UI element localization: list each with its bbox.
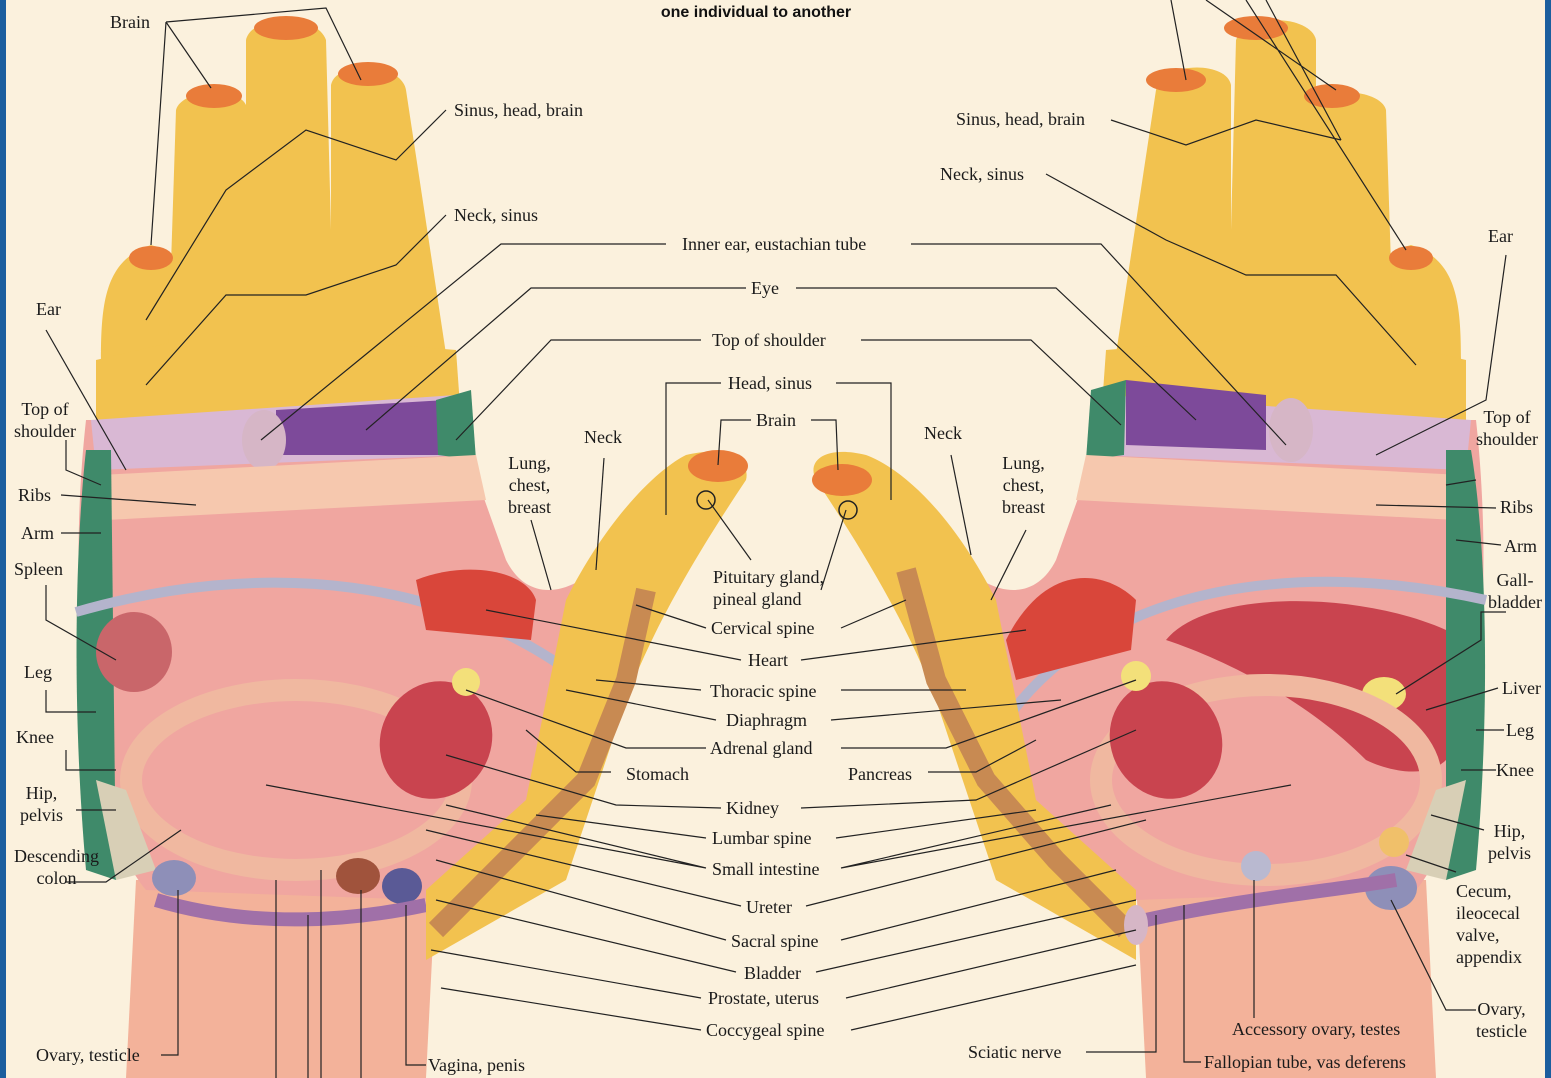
line-shoulder-l — [456, 340, 701, 440]
label-left-ovary-testicle: Ovary, testicle — [36, 1044, 140, 1066]
label-left-sinus-head-brain: Sinus, head, brain — [454, 99, 583, 121]
line-prostate-r — [846, 930, 1136, 998]
label-right-ear: Ear — [1488, 225, 1513, 247]
label-sacral-spine: Sacral spine — [731, 930, 818, 952]
label-diaphragm: Diaphragm — [726, 709, 807, 731]
left-vagina-oval — [382, 868, 422, 904]
label-pituitary: Pituitary gland, pineal gland — [713, 566, 824, 610]
left-adrenal — [452, 668, 480, 696]
label-left-lung-chest-breast: Lung, chest, breast — [508, 452, 551, 518]
left-inner-ear-zone — [242, 410, 286, 470]
label-left-neck-sinus: Neck, sinus — [454, 204, 538, 226]
label-right-neck-sinus: Neck, sinus — [940, 163, 1024, 185]
label-heart: Heart — [748, 649, 788, 671]
label-left-arm: Arm — [21, 522, 54, 544]
label-left-descending-colon: Descending colon — [14, 845, 99, 889]
right-cecum — [1379, 827, 1409, 857]
label-right-ribs: Ribs — [1500, 496, 1533, 518]
label-lumbar-spine: Lumbar spine — [712, 827, 811, 849]
label-left-neck: Neck — [584, 426, 622, 448]
right-hand — [812, 16, 1486, 1078]
label-left-stomach: Stomach — [626, 763, 689, 785]
line-pituitary-r — [821, 510, 846, 590]
label-right-fallopian-tube: Fallopian tube, vas deferens — [1204, 1051, 1406, 1073]
line-coccygeal-l — [441, 988, 701, 1030]
label-adrenal-gland: Adrenal gland — [710, 737, 812, 759]
right-adrenal — [1121, 661, 1151, 691]
left-nail-middle — [254, 16, 318, 40]
line-shoulder-r — [861, 340, 1121, 425]
line-prostate-l — [431, 950, 701, 998]
right-thumb-nail — [812, 464, 872, 496]
title: one individual to another — [606, 4, 906, 22]
label-right-sciatic-nerve: Sciatic nerve — [968, 1041, 1061, 1063]
label-inner-ear: Inner ear, eustachian tube — [682, 233, 866, 255]
label-coccygeal-spine: Coccygeal spine — [706, 1019, 824, 1041]
label-right-knee: Knee — [1496, 759, 1534, 781]
label-prostate-uterus: Prostate, uterus — [708, 987, 819, 1009]
label-right-arm: Arm — [1504, 535, 1537, 557]
label-brain: Brain — [756, 409, 796, 431]
label-right-sinus-head-brain: Sinus, head, brain — [956, 108, 1085, 130]
label-left-leg: Leg — [24, 661, 52, 683]
label-right-accessory-ovary: Accessory ovary, testes — [1232, 1018, 1400, 1040]
line-left-lung — [531, 520, 551, 590]
label-right-top-of-shoulder: Top of shoulder — [1476, 406, 1538, 450]
label-left-spleen: Spleen — [14, 558, 63, 580]
left-spleen — [96, 612, 172, 692]
right-inner-ear-zone — [1269, 398, 1313, 462]
label-bladder: Bladder — [744, 962, 801, 984]
line-bladder-l — [436, 900, 736, 972]
label-right-ovary-testicle: Ovary, testicle — [1476, 998, 1527, 1042]
label-right-hip-pelvis: Hip, pelvis — [1488, 820, 1531, 864]
left-thumb-nail — [688, 450, 748, 482]
label-pancreas: Pancreas — [848, 763, 912, 785]
left-ovary — [152, 860, 196, 896]
label-right-cecum: Cecum, ileocecal valve, appendix — [1456, 880, 1522, 968]
left-prostate-oval — [336, 858, 380, 894]
label-right-neck: Neck — [924, 422, 962, 444]
label-top-of-shoulder: Top of shoulder — [712, 329, 826, 351]
line-coccygeal-r — [851, 965, 1136, 1030]
right-nail-pinky — [1389, 246, 1433, 270]
left-nail-pinky — [129, 246, 173, 270]
label-kidney: Kidney — [726, 797, 779, 819]
line-bladder-r — [816, 900, 1136, 972]
label-left-vagina-penis: Vagina, penis — [428, 1054, 525, 1076]
label-head-sinus: Head, sinus — [728, 372, 812, 394]
label-thoracic-spine: Thoracic spine — [710, 680, 816, 702]
label-small-intestine: Small intestine — [712, 858, 820, 880]
label-right-lung-chest-breast: Lung, chest, breast — [1002, 452, 1045, 518]
left-nail-ring — [186, 84, 242, 108]
label-left-top-of-shoulder: Top of shoulder — [14, 398, 76, 442]
label-left-ribs: Ribs — [18, 484, 51, 506]
line-cervical-r — [841, 600, 906, 628]
left-nail-index — [338, 62, 398, 86]
label-right-leg: Leg — [1506, 719, 1534, 741]
right-prostate-zone — [1124, 905, 1148, 945]
label-left-brain: Brain — [110, 11, 150, 33]
label-left-ear: Ear — [36, 298, 61, 320]
right-nail-index — [1146, 68, 1206, 92]
label-left-hip-pelvis: Hip, pelvis — [20, 782, 63, 826]
right-top-shoulder-zone — [1086, 380, 1126, 460]
right-accessory-ovary — [1241, 851, 1271, 881]
label-right-gallbladder: Gall- bladder — [1488, 569, 1542, 613]
label-ureter: Ureter — [746, 896, 792, 918]
line-pituitary-l — [708, 500, 751, 560]
label-cervical-spine: Cervical spine — [711, 617, 814, 639]
label-eye: Eye — [751, 277, 779, 299]
label-right-liver: Liver — [1502, 677, 1541, 699]
label-left-knee: Knee — [16, 726, 54, 748]
